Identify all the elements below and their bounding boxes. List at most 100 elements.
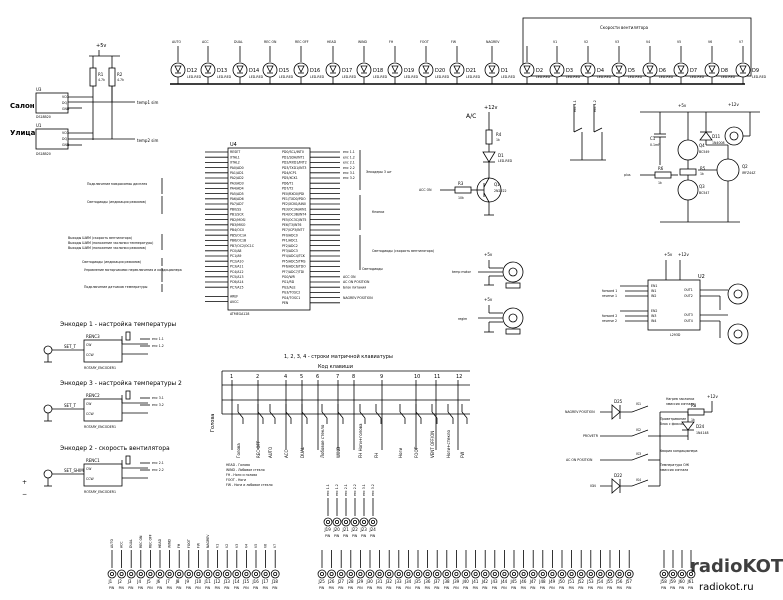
svg-text:Температура ОЖ: Температура ОЖ <box>659 463 690 467</box>
svg-text:LED-RED: LED-RED <box>501 75 516 79</box>
header-ref: J52 <box>577 579 585 584</box>
keypad-key-label: Голова <box>236 443 241 458</box>
fan-led-signal: V6 <box>708 40 712 44</box>
mcu-right-pin: PF5/ADC5/TMS <box>282 259 306 263</box>
mcu-left-pin: PB2/MOSI <box>230 218 245 222</box>
led-ref: D17 <box>342 68 352 74</box>
header-signal: V4 <box>244 544 248 548</box>
svg-text:CCW: CCW <box>86 477 94 481</box>
svg-text:Проветривание: Проветривание <box>660 417 686 421</box>
transistor-q4 <box>677 139 699 161</box>
encoder-set-net: SET_T <box>64 403 77 408</box>
servo-temp: +5v temp motor <box>452 252 524 289</box>
keypad-legend: HEAD - Голова WIND - Лобовое стекло FH -… <box>226 463 273 487</box>
top-led-signal: DUAL <box>234 40 243 44</box>
svg-text:PIN: PIN <box>338 586 344 590</box>
transistor-q3 <box>677 179 699 201</box>
svg-text:PIN: PIN <box>482 586 488 590</box>
header-ref: J18 <box>271 579 279 584</box>
svg-text:IS2: IS2 <box>636 428 641 432</box>
svg-text:LED-RED: LED-RED <box>466 75 481 79</box>
mcu-right-pin: PD0/SCL/INT0 <box>282 150 304 154</box>
led-ref: D6 <box>659 68 666 74</box>
svg-text:PIN: PIN <box>540 586 546 590</box>
header-signal: enc 1.2 <box>335 484 339 496</box>
svg-text:DQ: DQ <box>62 101 67 105</box>
mcu-left-pin: PC1/A9 <box>230 254 241 258</box>
svg-text:PIN: PIN <box>348 586 354 590</box>
svg-text:radiokot.ru: radiokot.ru <box>699 582 754 593</box>
mcu-left-pin: PC6/A14 <box>230 280 244 284</box>
svg-text:PIN: PIN <box>325 534 331 538</box>
svg-text:эмиссия сигнала: эмиссия сигнала <box>666 402 694 406</box>
svg-text:PIN: PIN <box>626 586 632 590</box>
keypad-key-label: Голова <box>210 414 216 432</box>
resistor-r3 <box>454 186 472 194</box>
header-signal: REC OFF <box>148 534 152 548</box>
svg-text:LED-RED: LED-RED <box>279 75 294 79</box>
header-ref: J9 <box>184 579 189 584</box>
led-ref: D4 <box>597 68 604 74</box>
svg-text:+5v: +5v <box>484 297 493 302</box>
led-ref: D21 <box>466 68 476 74</box>
svg-text:LED-RED: LED-RED <box>690 75 705 79</box>
mcu-body <box>227 147 311 311</box>
diode-d11 <box>699 131 713 141</box>
top-led-signal: AUTO <box>172 40 181 44</box>
keypad-col-number: 2 <box>256 374 259 380</box>
mcu-right-pin: PF3/ADC3 <box>282 249 298 253</box>
keypad-matrix: 1, 2, 3, 4 - строки матричной клавиатуры… <box>210 353 470 458</box>
header-signal: FW <box>196 542 200 548</box>
svg-text:LED-RED: LED-RED <box>597 75 612 79</box>
mcu-left-pin: PB5/OC1A <box>230 233 247 237</box>
diode-d22 <box>611 478 621 494</box>
keypad-col-number: 9 <box>380 374 383 380</box>
header-signal: AUTO <box>110 539 114 548</box>
mcu-left-pin: PA3/AD3 <box>230 181 244 185</box>
keypad-key-label: DUAL <box>300 446 305 458</box>
svg-text:WIND - Лобовое стекло: WIND - Лобовое стекло <box>226 468 265 472</box>
rotary-encoder <box>83 398 123 422</box>
keypad-subtitle: Код клавиши <box>318 364 353 370</box>
mcu-right-pin: PG4/TOSC1 <box>282 296 300 300</box>
header-signal: V6 <box>264 544 268 548</box>
svg-text:PIN: PIN <box>559 586 565 590</box>
svg-text:Q2: Q2 <box>742 164 748 169</box>
header-ref: J20 <box>333 527 341 532</box>
led-ref: D20 <box>435 68 445 74</box>
header-signal: DUAL <box>129 539 133 548</box>
header-ref: J57 <box>625 579 633 584</box>
svg-text:PROVETR: PROVETR <box>583 434 599 438</box>
svg-text:PIN: PIN <box>176 586 182 590</box>
led-ref: D1 <box>501 68 508 74</box>
header-ref: J38 <box>442 579 450 584</box>
c1-label: C1 <box>650 136 656 141</box>
mcu-left-pin: PC5/A13 <box>230 275 244 279</box>
svg-text:L293D: L293D <box>670 333 681 337</box>
header-ref: J30 <box>366 579 374 584</box>
mcu-right-net: enc 2.2 <box>343 166 355 170</box>
header-ref: J35 <box>414 579 422 584</box>
svg-text:Светодиоды (скорость вентилято: Светодиоды (скорость вентилятора) <box>372 249 434 253</box>
mcu-right-pin: PE1/TXD0/PDO <box>282 197 306 201</box>
plus-terminal: + <box>22 479 27 486</box>
mcu-right-pin: PD5/XCK1 <box>282 176 298 180</box>
svg-text:PIN: PIN <box>473 586 479 590</box>
header-signal: ACC <box>120 541 124 548</box>
top-led-signal: HEAD <box>327 40 337 44</box>
header-ref: J49 <box>548 579 556 584</box>
svg-text:10k: 10k <box>458 196 464 200</box>
svg-text:Нагрев заслонки: Нагрев заслонки <box>666 397 694 401</box>
fan-led-signal: V4 <box>646 40 650 44</box>
header-ref: J61 <box>687 579 695 584</box>
svg-text:PIN: PIN <box>425 586 431 590</box>
svg-text:PIN: PIN <box>329 586 335 590</box>
keypad-col-number: 7 <box>336 374 339 380</box>
svg-text:PIN: PIN <box>334 534 340 538</box>
svg-text:Управление моторчиками переклю: Управление моторчиками переключения и ко… <box>84 268 182 272</box>
svg-text:PIN: PIN <box>453 586 459 590</box>
header-ref: J19 <box>324 527 332 532</box>
keypad-col-number: 8 <box>352 374 355 380</box>
svg-text:IN4: IN4 <box>651 319 656 323</box>
